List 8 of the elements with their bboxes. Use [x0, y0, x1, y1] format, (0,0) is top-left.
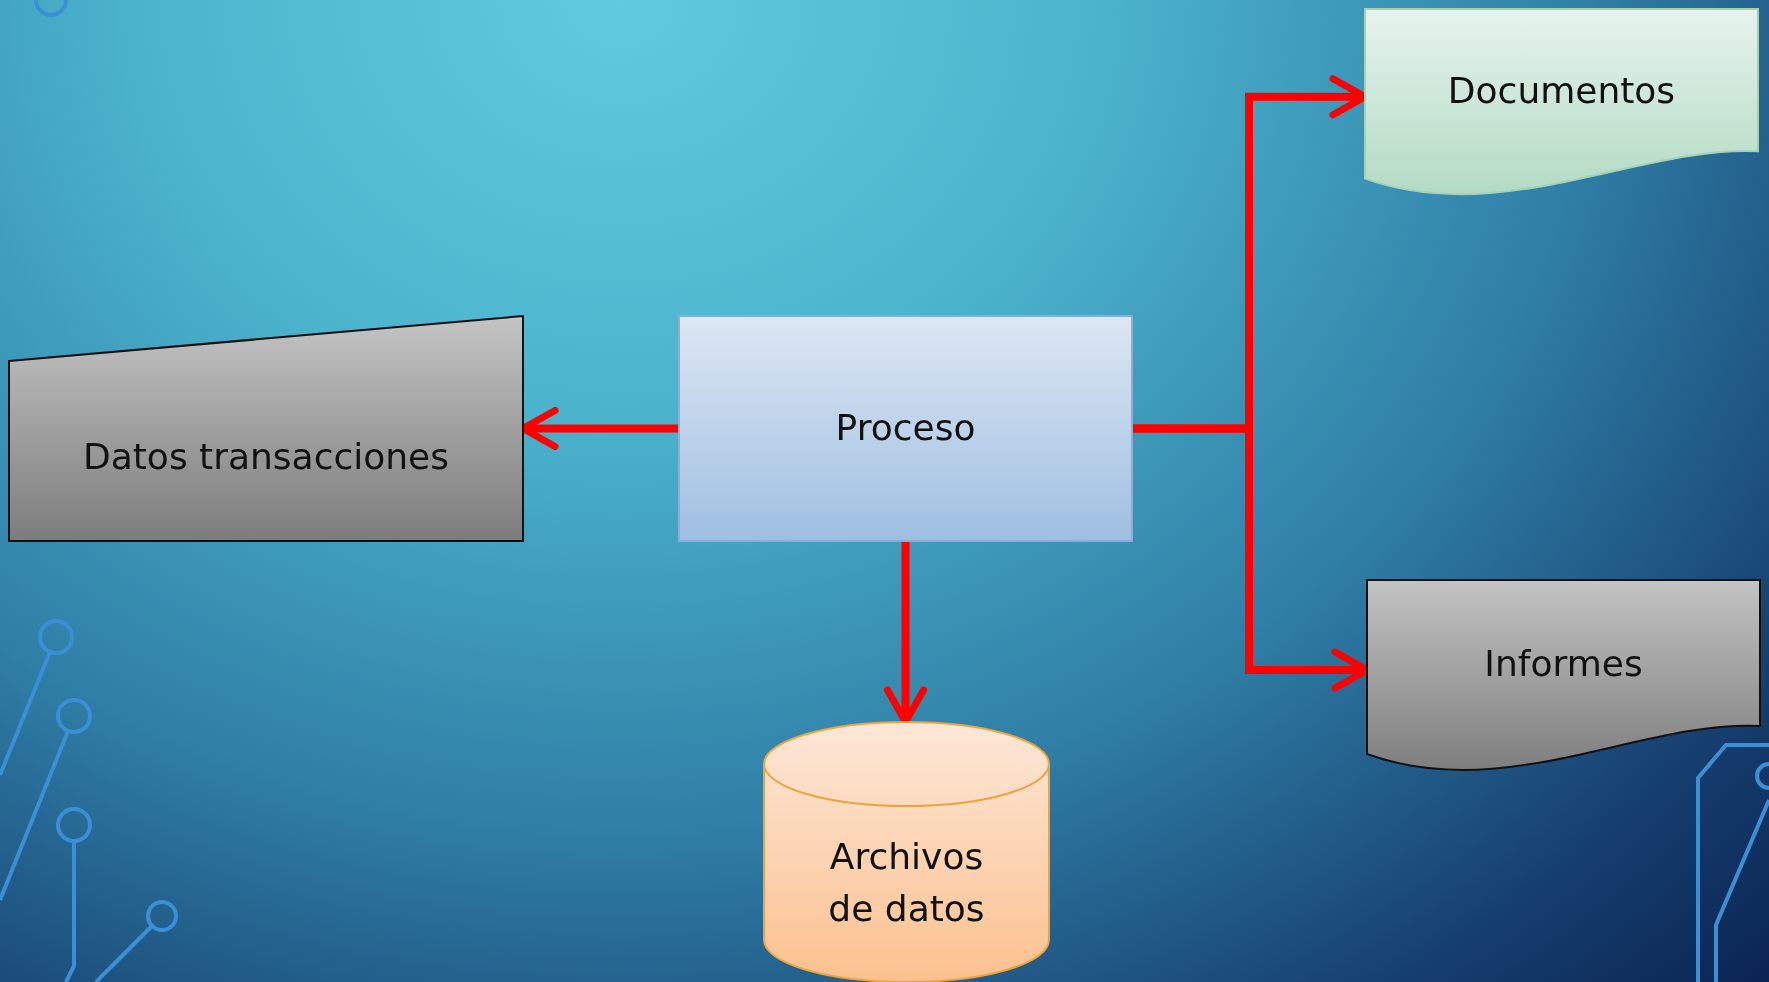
node-label: Informes — [1484, 642, 1643, 686]
node-label: Datos transacciones — [82, 435, 450, 480]
manual-input-shape — [9, 316, 523, 541]
database-cylinder — [764, 722, 1049, 982]
process-box — [679, 316, 1132, 541]
node-label: Documentos — [1447, 69, 1676, 113]
node-label: Archivos de datos — [827, 834, 986, 931]
node-label: Proceso — [835, 406, 976, 451]
